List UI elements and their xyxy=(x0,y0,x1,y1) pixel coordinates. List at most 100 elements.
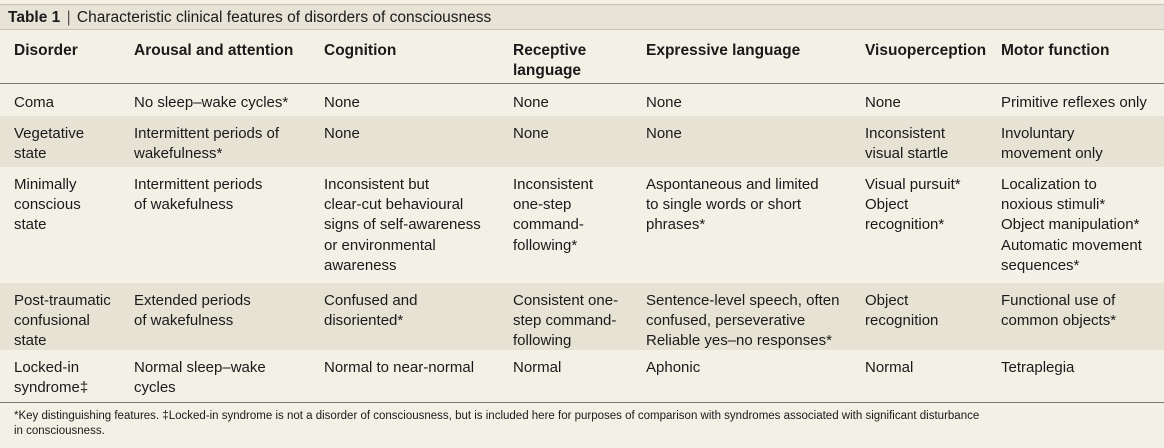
cell-line: None xyxy=(324,125,360,142)
cell-line: Normal sleep–wake xyxy=(134,359,266,376)
cell-expressive-language: Aspontaneous and limited to single words … xyxy=(646,175,860,236)
cell-cognition: None xyxy=(324,124,504,144)
cell-cognition: None xyxy=(324,93,504,113)
cell-line: Object xyxy=(865,196,909,214)
cell-line: Normal xyxy=(865,359,914,376)
cell-line: Aphonic xyxy=(646,359,701,376)
cell-line: None xyxy=(513,125,549,142)
table-row: Vegetative state Intermittent periods of wa… xyxy=(0,116,1164,168)
cell-line: state xyxy=(14,145,47,163)
caption-separator: | xyxy=(66,9,71,26)
cell-line: state xyxy=(14,216,47,234)
cell-line: None xyxy=(646,94,682,111)
cell-expressive-language: None xyxy=(646,93,860,113)
cell-line: clear-cut behavioural xyxy=(324,196,464,214)
cell-line: Inconsistent but xyxy=(324,176,430,193)
table-caption: Table 1 | Characteristic clinical featur… xyxy=(0,4,1164,30)
header-disorder: Disorder xyxy=(14,42,78,59)
cell-line: to single words or short xyxy=(646,196,802,214)
cell-expressive-language: Aphonic xyxy=(646,358,860,378)
cell-visuoperception: Normal xyxy=(865,358,995,378)
cell-line: disoriented* xyxy=(324,312,404,330)
header-arousal: Arousal and attention xyxy=(134,42,294,59)
cell-motor-function: Localization to noxious stimuli* Object ma… xyxy=(1001,175,1161,276)
cell-line: cycles xyxy=(134,379,176,397)
cell-line: None xyxy=(646,125,682,142)
cell-line: Vegetative xyxy=(14,125,85,142)
header-visuoperception: Visuoperception xyxy=(865,42,987,59)
cell-expressive-language: None xyxy=(646,124,860,144)
cell-receptive-language: Normal xyxy=(513,358,641,378)
cell-visuoperception: Inconsistent visual startle xyxy=(865,124,995,164)
cell-line: noxious stimuli* xyxy=(1001,196,1106,214)
cell-line: visual startle xyxy=(865,145,949,163)
cell-line: signs of self-awareness xyxy=(324,216,481,234)
cell-line: phrases* xyxy=(646,216,706,234)
cell-line: None xyxy=(865,94,901,111)
cell-line: of wakefulness xyxy=(134,312,234,330)
cell-line: sequences* xyxy=(1001,256,1080,274)
cell-line: Automatic movement xyxy=(1001,236,1142,254)
cell-line: awareness xyxy=(324,256,397,274)
header-motor-function: Motor function xyxy=(1001,42,1110,59)
cell-line: wakefulness* xyxy=(134,145,223,163)
cell-line: one-step xyxy=(513,196,572,214)
cell-line: Involuntary xyxy=(1001,125,1075,142)
cell-arousal: No sleep–wake cycles* xyxy=(134,93,318,113)
cell-line: Localization to xyxy=(1001,176,1097,193)
cell-disorder: Coma xyxy=(14,93,126,113)
cell-line: Reliable yes–no responses* xyxy=(646,332,832,350)
cell-line: Consistent one- xyxy=(513,292,619,309)
cell-line: or environmental xyxy=(324,236,436,254)
cell-line: Normal xyxy=(513,359,562,376)
cell-line: Locked-in xyxy=(14,359,80,376)
cell-motor-function: Tetraplegia xyxy=(1001,358,1161,378)
cell-visuoperception: None xyxy=(865,93,995,113)
cell-line: following* xyxy=(513,236,578,254)
header-expressive-language: Expressive language xyxy=(646,42,801,59)
cell-line: Aspontaneous and limited xyxy=(646,176,819,193)
cell-line: Inconsistent xyxy=(865,125,946,142)
cell-motor-function: Primitive reflexes only xyxy=(1001,93,1161,113)
cell-line: Normal to near-normal xyxy=(324,359,475,376)
cell-line: Minimally xyxy=(14,176,77,193)
table-header-row: Disorder Arousal and attention Cognition… xyxy=(0,31,1164,84)
cell-line: following xyxy=(513,332,572,350)
cell-motor-function: Functional use of common objects* xyxy=(1001,291,1161,331)
cell-line: Coma xyxy=(14,94,55,111)
cell-line: Visual pursuit* xyxy=(865,176,961,193)
cell-cognition: Inconsistent but clear-cut behavioural sig… xyxy=(324,175,504,276)
cell-line: Object xyxy=(865,292,909,309)
cell-line: None xyxy=(324,94,360,111)
cell-line: Intermittent periods of xyxy=(134,125,280,142)
cell-line: recognition xyxy=(865,312,939,330)
cell-line: Primitive reflexes only xyxy=(1001,94,1147,111)
cell-line: common objects* xyxy=(1001,312,1117,330)
table-label: Table 1 xyxy=(8,9,61,26)
cell-line: command- xyxy=(513,216,584,234)
cell-receptive-language: Inconsistent one-step command-following* xyxy=(513,175,641,256)
cell-line: Object manipulation* xyxy=(1001,216,1140,234)
cell-line: step command- xyxy=(513,312,617,330)
cell-line: Functional use of xyxy=(1001,292,1116,309)
cell-line: None xyxy=(513,94,549,111)
table-title: Characteristic clinical features of diso… xyxy=(76,9,492,26)
cell-visuoperception: Object recognition xyxy=(865,291,995,331)
cell-line: confused, perseverative xyxy=(646,312,806,330)
cell-line: Post-traumatic xyxy=(14,292,111,309)
cell-line: Inconsistent xyxy=(513,176,594,193)
cell-receptive-language: Consistent one-step command-following xyxy=(513,291,641,352)
cell-line: of wakefulness xyxy=(134,196,234,214)
